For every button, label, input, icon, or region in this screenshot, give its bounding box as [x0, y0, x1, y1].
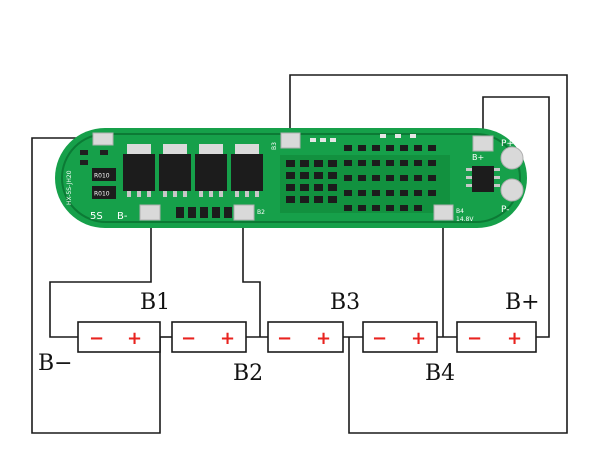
pcb-pad-b2 — [233, 204, 255, 221]
pcb-smd-3 — [100, 150, 108, 155]
mosfet-tab-4 — [235, 144, 259, 154]
pcb-pad-bplus — [472, 135, 494, 152]
cell-3-minus: − — [277, 328, 292, 349]
label-b4: B4 — [425, 361, 455, 386]
cell-4-plus: + — [411, 328, 426, 349]
battery-cell-4: − + — [362, 321, 438, 353]
pcb-pad-pminus — [500, 178, 524, 202]
label-b3: B3 — [330, 290, 360, 315]
pcb-silk-pminus: P- — [501, 205, 509, 215]
mosfet-tab-3 — [199, 144, 223, 154]
pcb-pad-pplus — [500, 146, 524, 170]
label-b2: B2 — [233, 361, 263, 386]
pcb-ic-pins — [466, 168, 500, 187]
cell-5-plus: + — [507, 328, 522, 349]
wiring — [31, 74, 568, 434]
mosfet-3 — [195, 154, 227, 191]
pcb-resistor-2-code: R010 — [94, 191, 110, 198]
battery-cell-1: − + — [77, 321, 161, 353]
pcb-silk-voltage: 14.8V — [456, 216, 474, 223]
pcb-smd-2 — [80, 160, 88, 165]
pcb-resistor-2 — [92, 186, 116, 199]
pcb-resistor-1 — [92, 168, 116, 181]
battery-cell-5: − + — [456, 321, 537, 353]
battery-cells: − + − + − + − + − + — [77, 321, 537, 353]
pcb-silk-b2: B2 — [257, 209, 265, 216]
battery-cell-3: − + — [267, 321, 344, 353]
pcb-resistor-1-code: R010 — [94, 173, 110, 180]
wire-bminus-outer — [31, 137, 161, 434]
pcb-silk-b4: B4 — [456, 208, 464, 215]
label-bminus: B− — [38, 351, 73, 376]
battery-cell-2: − + — [171, 321, 247, 353]
pcb-board: HX-5S-JH20 R010 R010 5S B- — [55, 128, 527, 228]
pcb-protection-ic — [472, 166, 494, 192]
pcb-silk-model: HX-5S-JH20 — [66, 170, 73, 205]
pcb-pad-left — [92, 132, 114, 146]
wire-bplus-tap — [482, 96, 550, 338]
mosfet-1 — [123, 154, 155, 191]
tap-labels: B1 B2 B3 B4 B− B+ — [38, 290, 540, 386]
pcb-smd-1 — [80, 150, 88, 155]
cell-3-plus: + — [316, 328, 331, 349]
cell-5-minus: − — [467, 328, 482, 349]
pcb-pad-b4 — [433, 204, 454, 221]
cell-1-minus: − — [89, 328, 104, 349]
pcb-pad-bminus — [139, 204, 161, 221]
pcb-silk-pplus: P+ — [501, 139, 514, 149]
pcb-silk-series: 5S — [90, 211, 103, 222]
mosfet-pins — [127, 191, 259, 197]
label-b1: B1 — [140, 290, 170, 315]
wire-b1-tap — [49, 218, 152, 338]
label-bplus: B+ — [505, 290, 540, 315]
cell-4-minus: − — [372, 328, 387, 349]
pcb-silk-bplus: B+ — [472, 153, 484, 162]
cell-2-minus: − — [181, 328, 196, 349]
pcb-pad-b3 — [280, 132, 301, 149]
cell-2-plus: + — [220, 328, 235, 349]
wire-b3-tap — [289, 74, 568, 434]
mosfet-tab-1 — [127, 144, 151, 154]
pcb-silk-bminus: B- — [117, 211, 128, 222]
pcb-mosfets — [123, 144, 263, 197]
mosfet-4 — [231, 154, 263, 191]
mosfet-tab-2 — [163, 144, 187, 154]
wire-b2-tap — [242, 218, 261, 337]
pcb-protection-circuit — [280, 134, 450, 213]
pcb-silk-b3: B3 — [271, 142, 278, 150]
mosfet-2 — [159, 154, 191, 191]
pcb-resistor-row — [176, 207, 232, 218]
cell-1-plus: + — [127, 328, 142, 349]
